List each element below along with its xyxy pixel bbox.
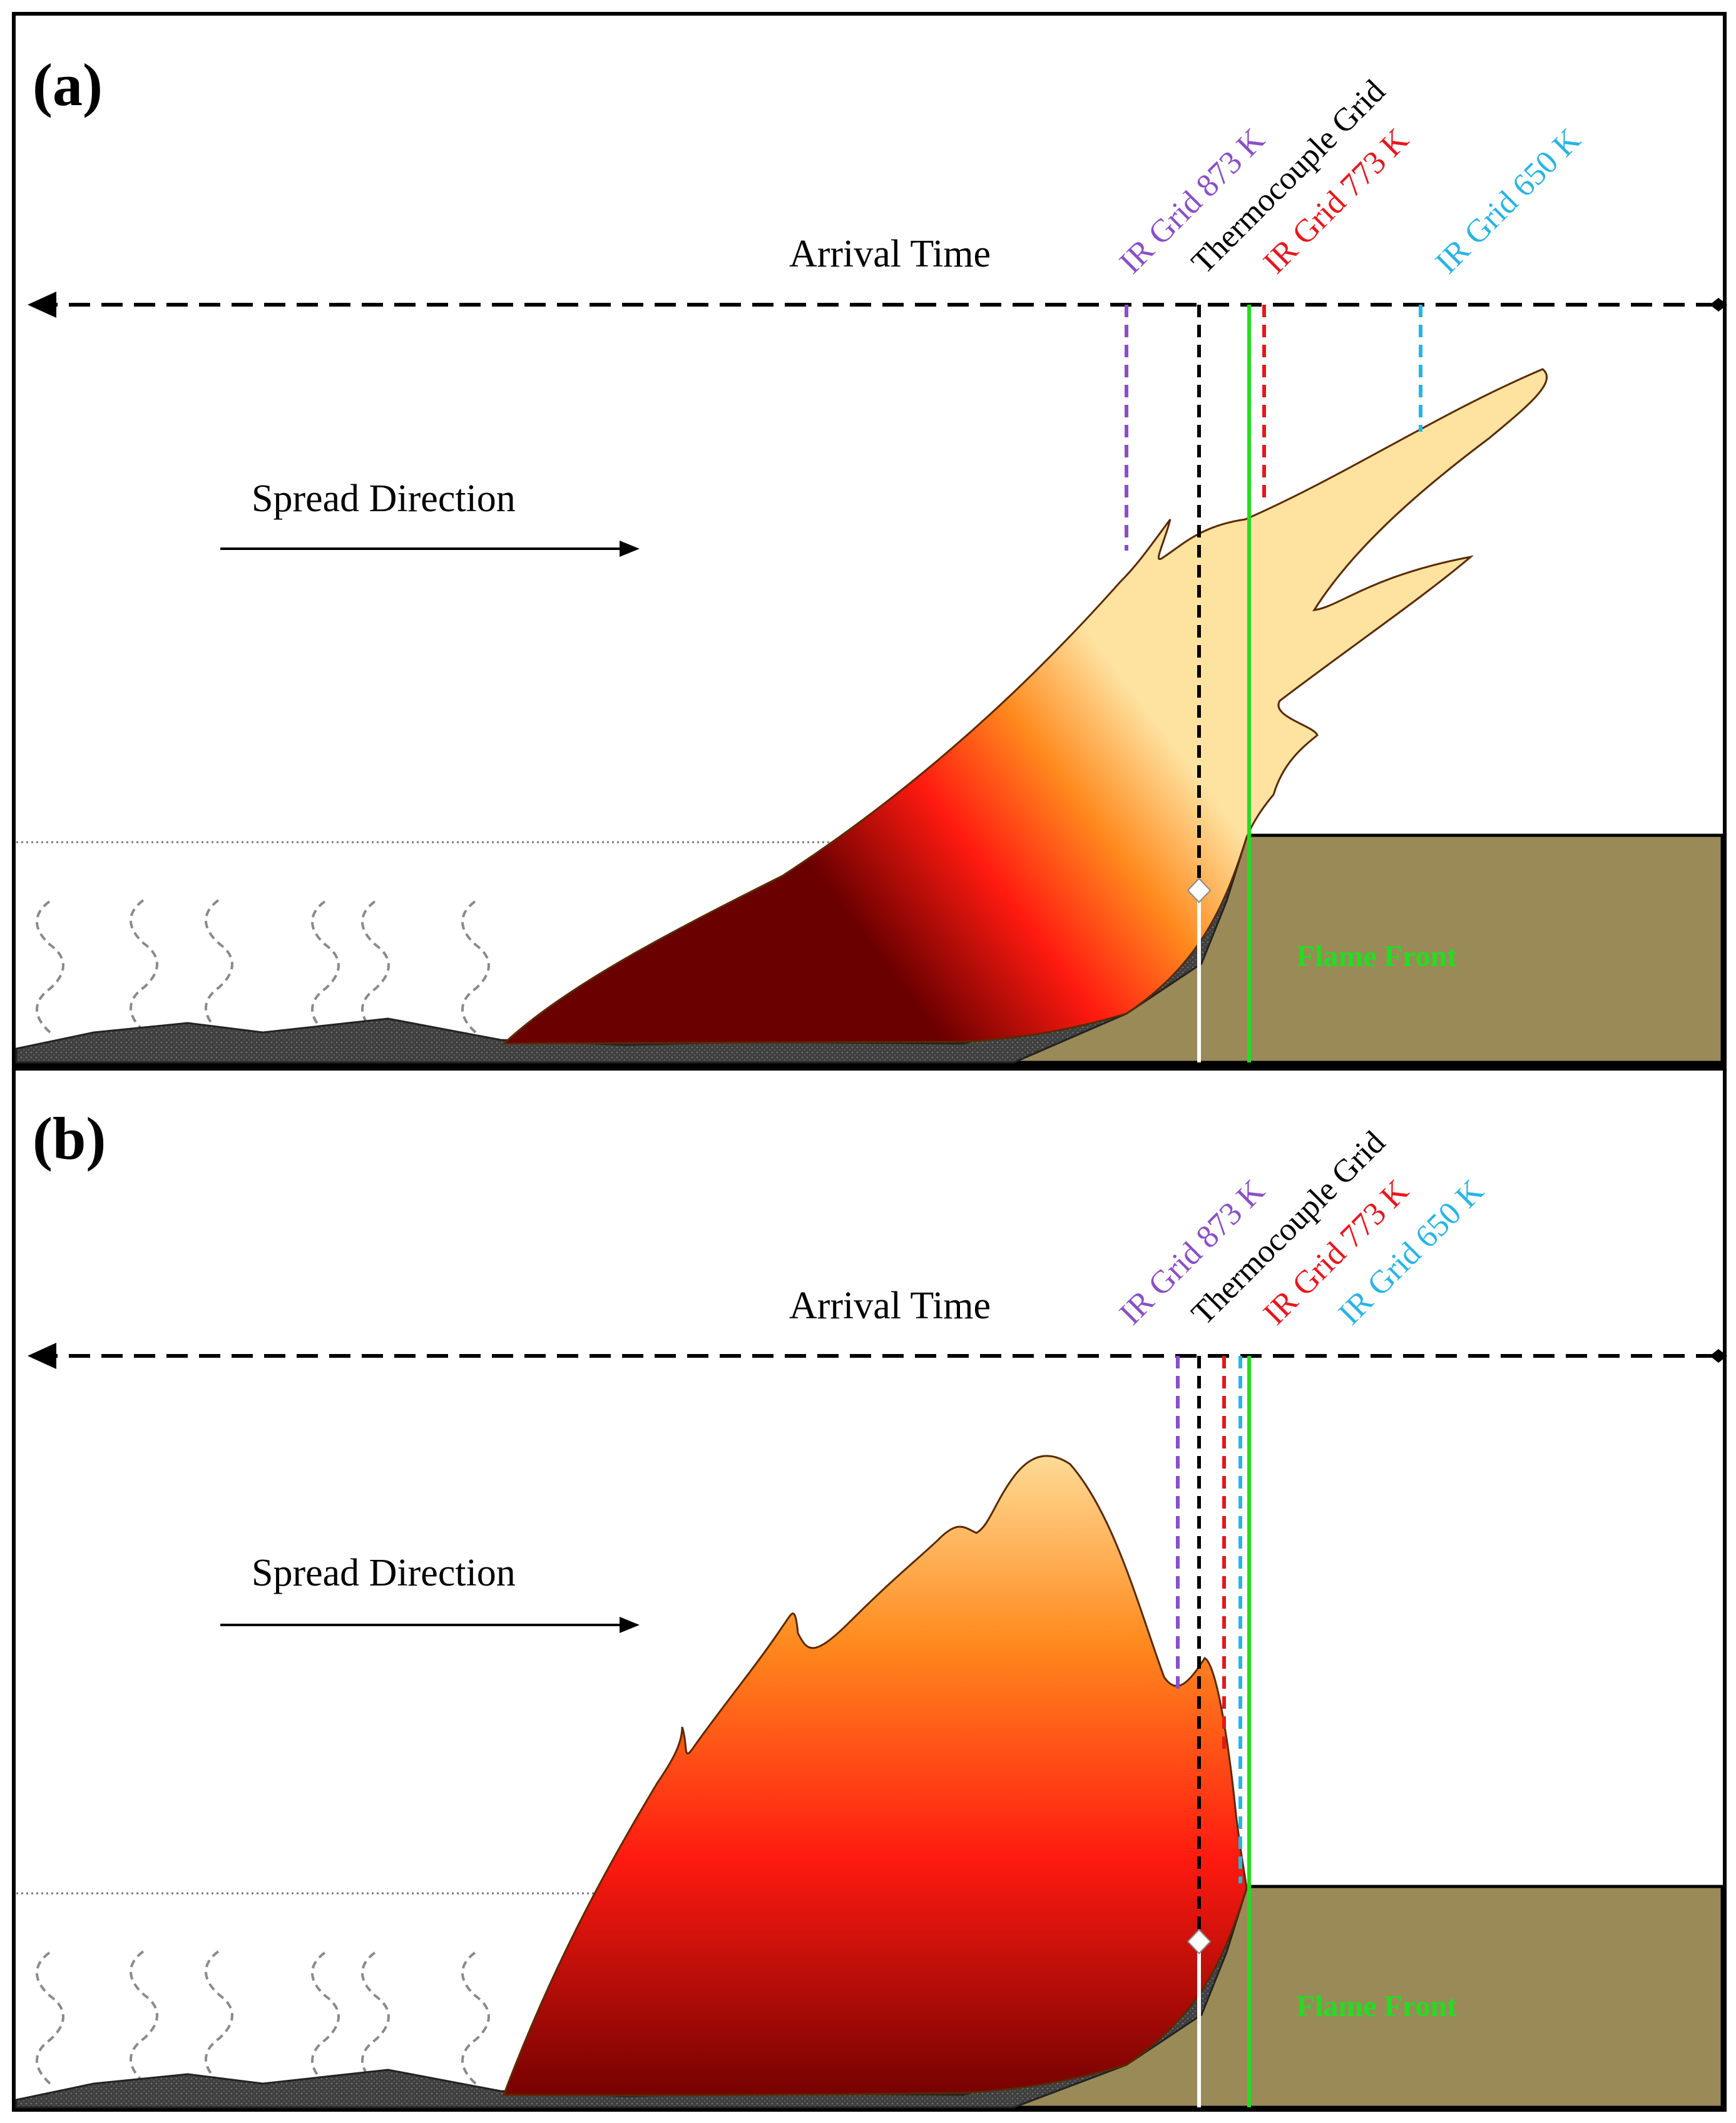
arrival-time-label: Arrival Time [789, 233, 991, 275]
panel-a-letter: (a) [33, 51, 103, 118]
smoke-wisp [205, 899, 233, 1032]
arrow-head-right-icon [620, 1617, 640, 1633]
flame-tilted [501, 368, 1548, 1045]
arrival-time-label: Arrival Time [789, 1285, 991, 1327]
smoke-wisp [361, 1951, 390, 2085]
smoke-wisp [130, 1950, 158, 2084]
flame-upright [502, 1455, 1248, 2097]
flame-front-label: Flame Front [1297, 1990, 1457, 2023]
spread-direction-label: Spread Direction [252, 1552, 516, 1594]
smoke-wisp [36, 900, 64, 1034]
flame-front-label: Flame Front [1297, 940, 1457, 973]
smoke-wisp [311, 1951, 340, 2085]
spread-direction-label: Spread Direction [252, 477, 516, 520]
thermocouple-marker-icon [1187, 877, 1212, 904]
smoke-wisp [361, 900, 390, 1034]
arrow-head-left-icon [28, 292, 56, 318]
smoke-wisps [36, 1950, 490, 2085]
diamond-end-icon [1710, 298, 1727, 312]
smoke-wisps [36, 899, 490, 1034]
smoke-wisp [461, 900, 490, 1034]
arrow-head-right-icon [620, 541, 640, 557]
diamond-end-icon [1710, 1349, 1727, 1363]
panel-b: (b) Arrival Time Spread Direction Flame … [12, 1067, 1727, 2112]
smoke-wisp [311, 900, 340, 1034]
smoke-wisp [461, 1951, 490, 2085]
thermocouple-marker-icon [1187, 1928, 1212, 1955]
panel-a: (a) Arrival Time Spread Direction [12, 12, 1727, 1067]
smoke-wisp [36, 1951, 64, 2085]
smoke-wisp [205, 1950, 233, 2084]
smoke-wisp [130, 899, 158, 1032]
panel-b-letter: (b) [33, 1105, 106, 1172]
arrow-head-left-icon [28, 1343, 56, 1369]
